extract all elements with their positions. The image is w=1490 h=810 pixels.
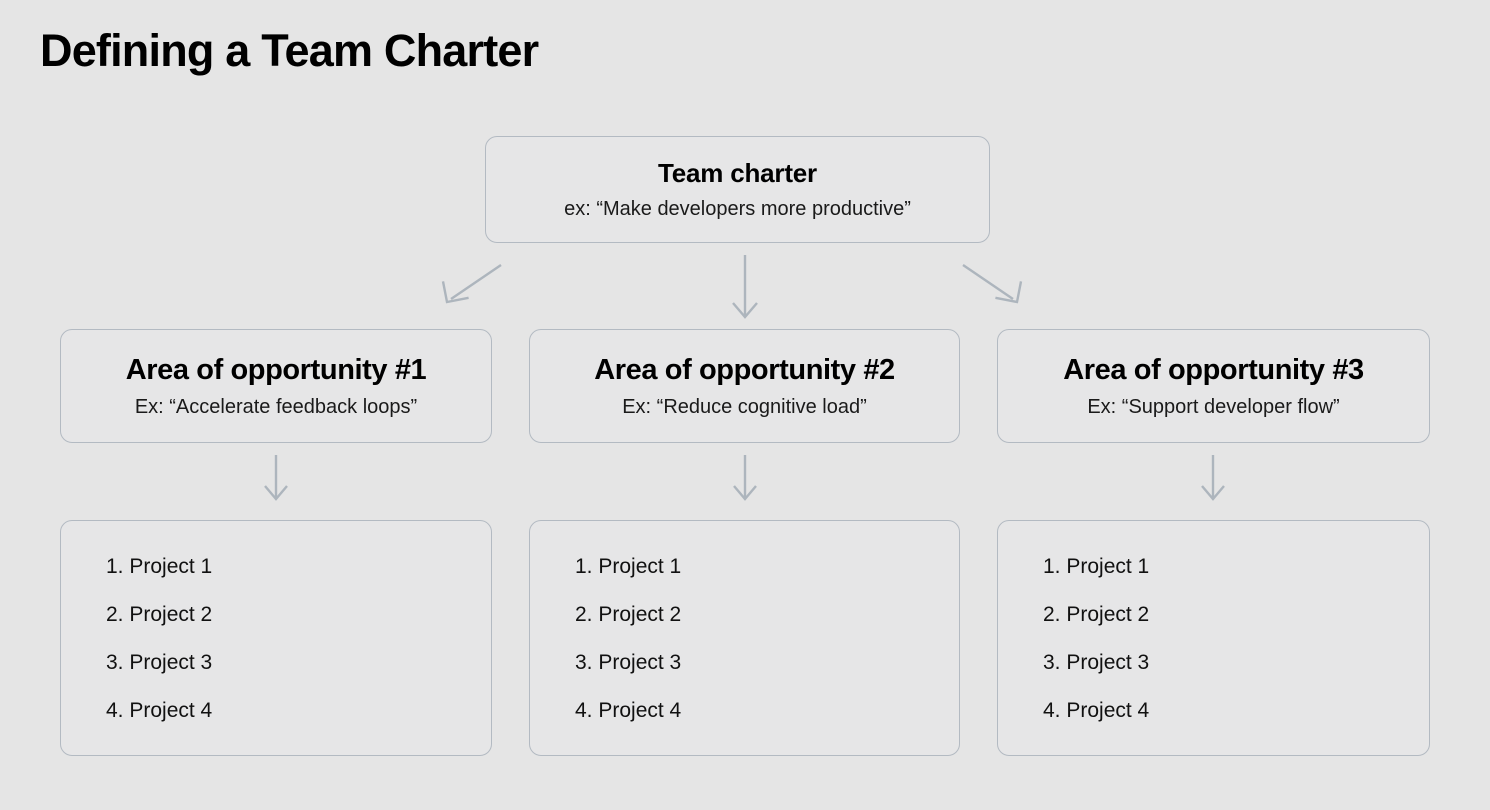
list-item: 2. Project 2 [106, 602, 213, 626]
list-item: 3. Project 3 [575, 650, 682, 674]
area-title-1: Area of opportunity #1 [125, 353, 427, 386]
arrow-area-1-to-projects-1 [264, 455, 288, 501]
list-item: 4. Project 4 [1043, 698, 1150, 722]
list-item: 4. Project 4 [575, 698, 682, 722]
area-title-3: Area of opportunity #3 [1063, 353, 1364, 386]
list-item: 3. Project 3 [1043, 650, 1150, 674]
arrow-area-3-to-projects-3 [1201, 455, 1225, 501]
area-subtitle-3: Ex: “Support developer flow” [1087, 396, 1340, 419]
arrow-root-to-area-1 [441, 264, 502, 304]
arrow-root-to-area-2 [732, 255, 758, 319]
team-charter-title: Team charter [658, 158, 817, 189]
list-item: 1. Project 1 [106, 554, 213, 578]
area-subtitle-1: Ex: “Accelerate feedback loops” [134, 396, 418, 419]
team-charter-node[interactable]: Team charter ex: “Make developers more p… [485, 136, 990, 243]
project-list-node-2[interactable]: 1. Project 1 2. Project 2 3. Project 3 4… [529, 520, 960, 756]
list-item: 2. Project 2 [575, 602, 682, 626]
page-title: Defining a Team Charter [40, 25, 539, 76]
list-item: 1. Project 1 [575, 554, 682, 578]
area-of-opportunity-node-2[interactable]: Area of opportunity #2 Ex: “Reduce cogni… [529, 329, 960, 443]
list-item: 1. Project 1 [1043, 554, 1150, 578]
area-title-2: Area of opportunity #2 [594, 353, 895, 386]
list-item: 2. Project 2 [1043, 602, 1150, 626]
project-list-node-1[interactable]: 1. Project 1 2. Project 2 3. Project 3 4… [60, 520, 492, 756]
arrow-area-2-to-projects-2 [733, 455, 757, 501]
list-item: 3. Project 3 [106, 650, 213, 674]
project-list-node-3[interactable]: 1. Project 1 2. Project 2 3. Project 3 4… [997, 520, 1430, 756]
list-item: 4. Project 4 [106, 698, 213, 722]
team-charter-subtitle: ex: “Make developers more productive” [564, 197, 911, 220]
area-of-opportunity-node-3[interactable]: Area of opportunity #3 Ex: “Support deve… [997, 329, 1430, 443]
arrow-root-to-area-3 [962, 264, 1023, 304]
area-of-opportunity-node-1[interactable]: Area of opportunity #1 Ex: “Accelerate f… [60, 329, 492, 443]
area-subtitle-2: Ex: “Reduce cognitive load” [622, 396, 867, 419]
